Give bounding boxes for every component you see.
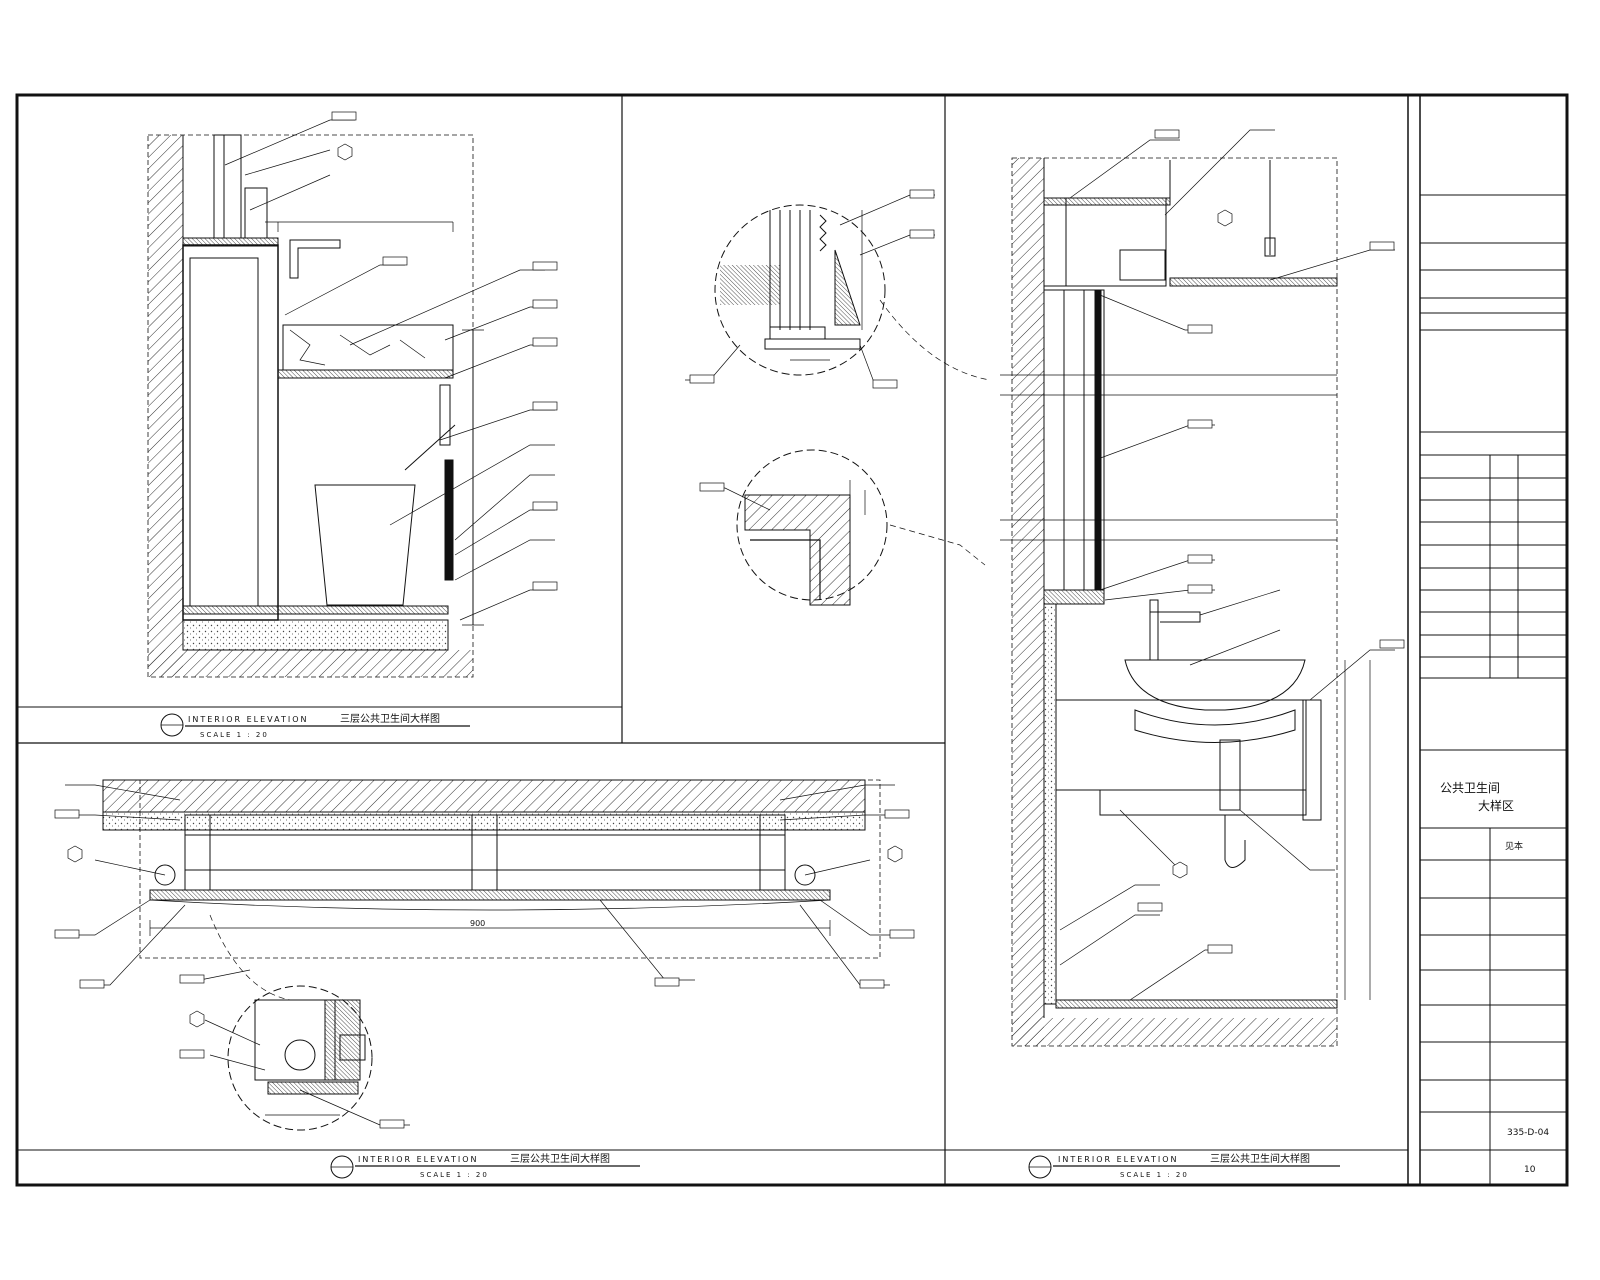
tags-panel-1 <box>331 111 558 591</box>
panel-2-title-cn: 三层公共卫生间大样图 <box>510 1152 610 1165</box>
detail-circle-2 <box>736 449 888 606</box>
drawing-number: 335-D-04 <box>1507 1128 1549 1138</box>
tags-panel-4 <box>1137 129 1405 954</box>
plan-section <box>102 779 881 959</box>
panel-3-title <box>1028 1155 1340 1179</box>
section-elevation-2 <box>1000 157 1371 1047</box>
panel-2-title <box>330 1155 640 1179</box>
panel-1-scale: SCALE 1 : 20 <box>200 731 269 739</box>
panel-3-scale: SCALE 1 : 20 <box>1120 1171 1189 1179</box>
leaders-panel-3 <box>65 784 900 1126</box>
panel-3-title-en: INTERIOR ELEVATION <box>1058 1155 1179 1164</box>
plan-detail-circle <box>209 914 373 1131</box>
panel-2-scale: SCALE 1 : 20 <box>420 1171 489 1179</box>
panel-3-title-cn: 三层公共卫生间大样图 <box>1210 1152 1310 1165</box>
project-name-line1: 公共卫生间 <box>1440 781 1500 795</box>
title-block <box>1407 95 1567 1185</box>
detail-circle-1 <box>714 204 886 376</box>
plan-width-dimension: 900 <box>470 919 485 928</box>
section-elevation-1 <box>147 134 484 678</box>
tags-panel-2 <box>689 189 935 492</box>
sheet-border <box>15 93 1569 1187</box>
page-number: 10 <box>1524 1165 1536 1175</box>
sheet-label: 见本 <box>1505 840 1523 852</box>
panel-1-title-cn: 三层公共卫生间大样图 <box>340 712 440 725</box>
panel-1-title-en: INTERIOR ELEVATION <box>188 715 309 724</box>
tags-panel-3 <box>54 809 915 1129</box>
project-name-line2: 大样区 <box>1478 798 1514 813</box>
panel-1-title <box>160 713 470 737</box>
panel-2-title-en: INTERIOR ELEVATION <box>358 1155 479 1164</box>
